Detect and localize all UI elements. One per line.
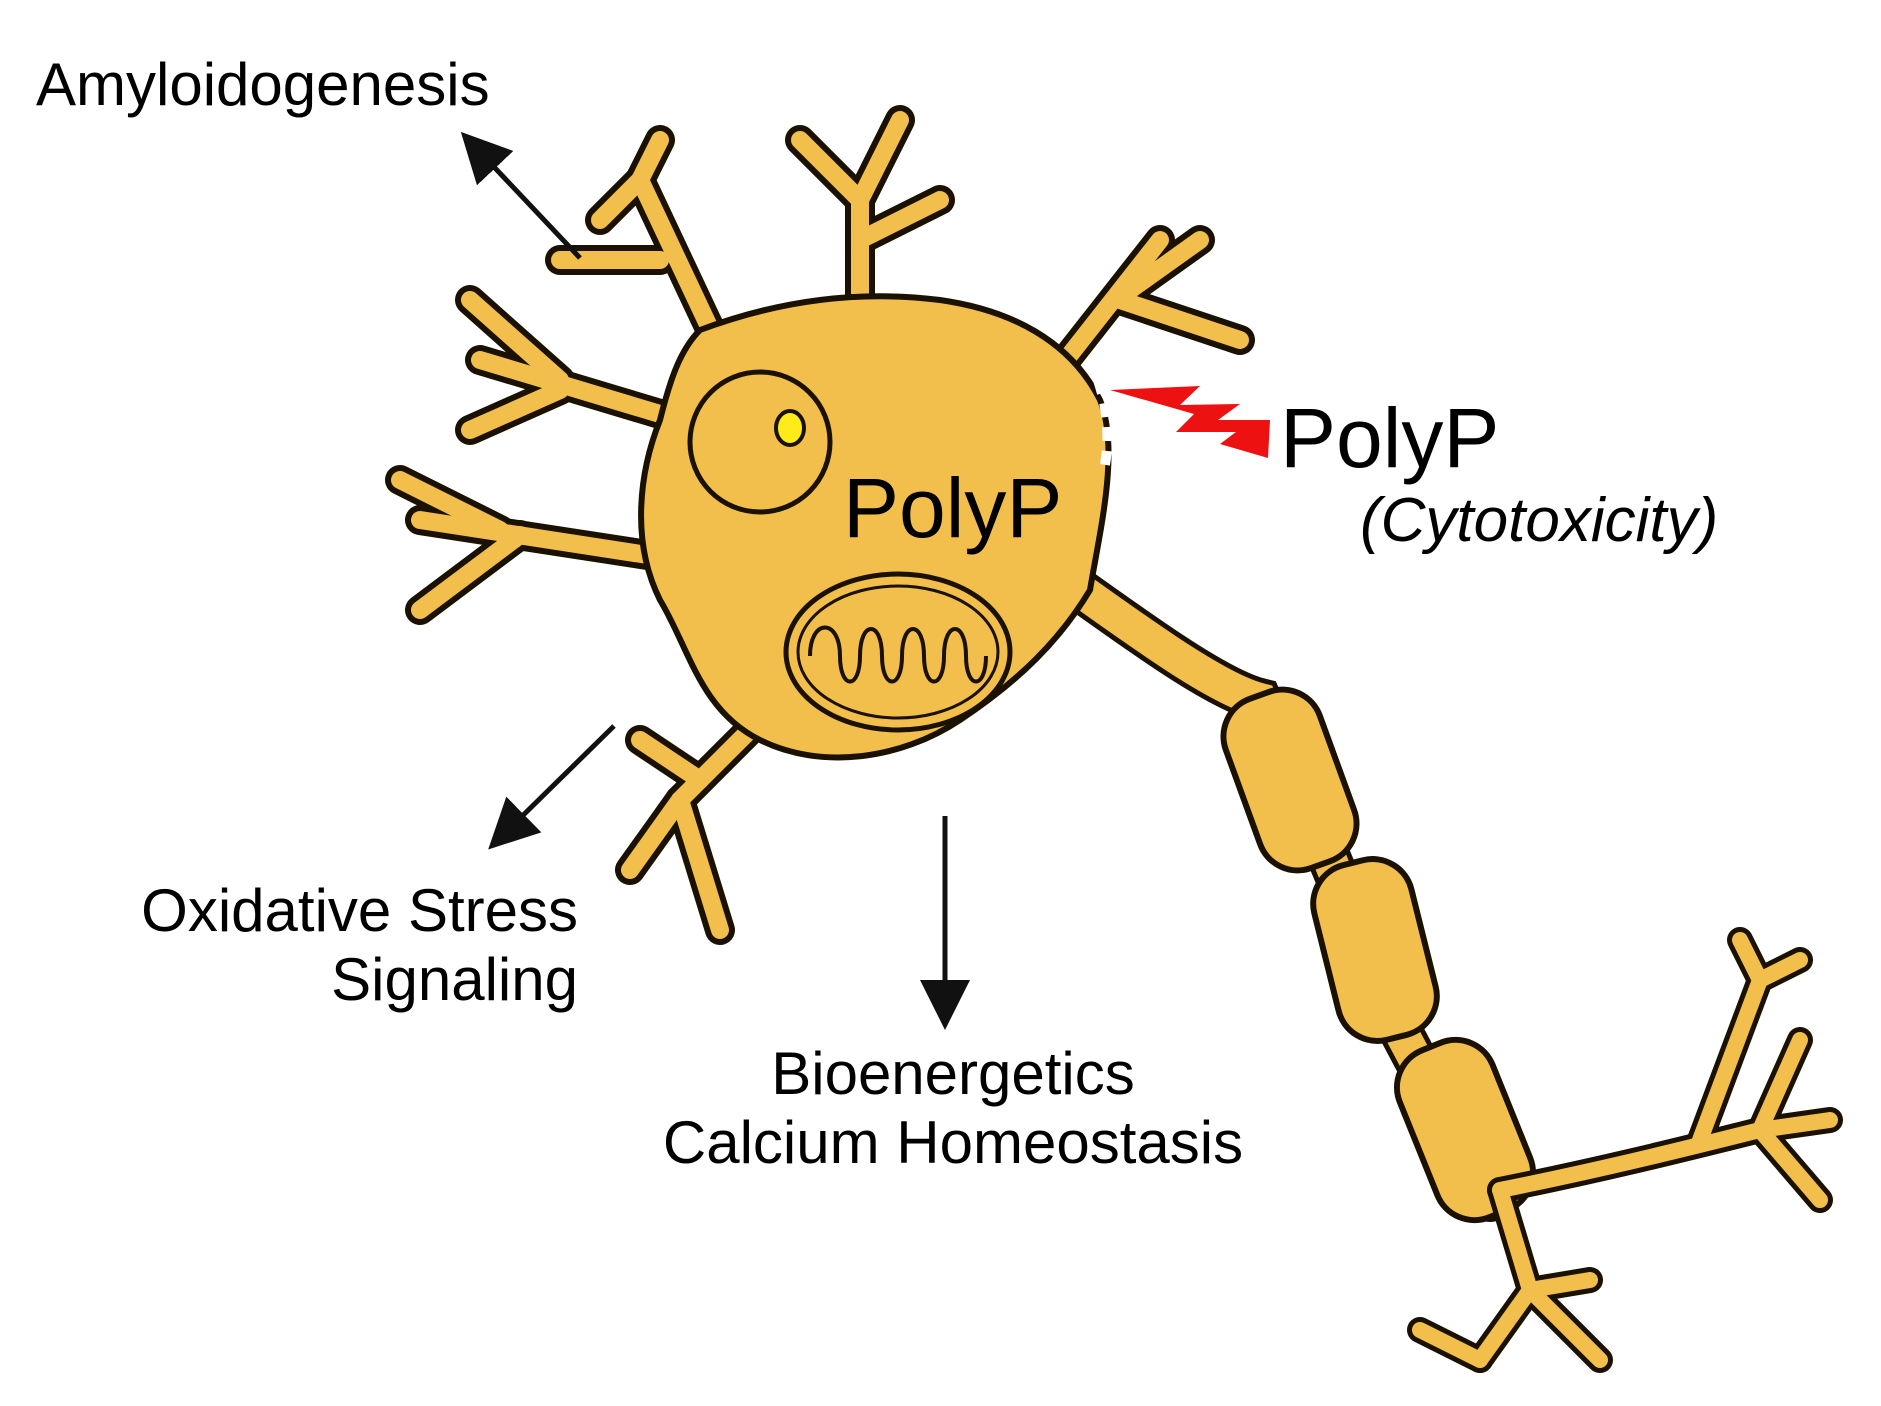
label-oxidative-stress: Oxidative Stress Signaling — [141, 876, 578, 1014]
label-amyloidogenesis: Amyloidogenesis — [36, 51, 490, 118]
label-bioenergetics: Bioenergetics Calcium Homeostasis — [583, 1039, 1323, 1177]
label-polyp-extracellular: PolyP — [1280, 391, 1500, 485]
axon-terminal — [1407, 927, 1843, 1373]
label-oxidative-stress-line1: Oxidative Stress — [141, 877, 578, 944]
label-polyp-intracellular: PolyP — [843, 461, 1063, 555]
axon — [1058, 568, 1537, 1224]
lightning-bolt-icon — [1110, 386, 1270, 458]
mitochondrion-cristae — [808, 625, 988, 684]
dendrites — [385, 105, 1255, 945]
arrow-amyloidogenesis — [460, 131, 582, 260]
myelin-segment-2 — [1310, 856, 1440, 1044]
nucleus-icon — [687, 369, 833, 515]
nucleolus — [774, 409, 806, 447]
mitochondrion-icon — [783, 571, 1013, 733]
label-oxidative-stress-line2: Signaling — [331, 946, 578, 1013]
membrane-damage — [1093, 378, 1113, 471]
myelin-segment-1 — [1220, 686, 1360, 874]
myelin-segment-3 — [1393, 1036, 1537, 1224]
label-calcium-homeostasis: Calcium Homeostasis — [662, 1109, 1244, 1176]
label-cytotoxicity: (Cytotoxicity) — [1360, 486, 1719, 555]
arrow-oxidative-stress — [488, 724, 616, 850]
label-bioenergetics-line1: Bioenergetics — [771, 1040, 1135, 1107]
